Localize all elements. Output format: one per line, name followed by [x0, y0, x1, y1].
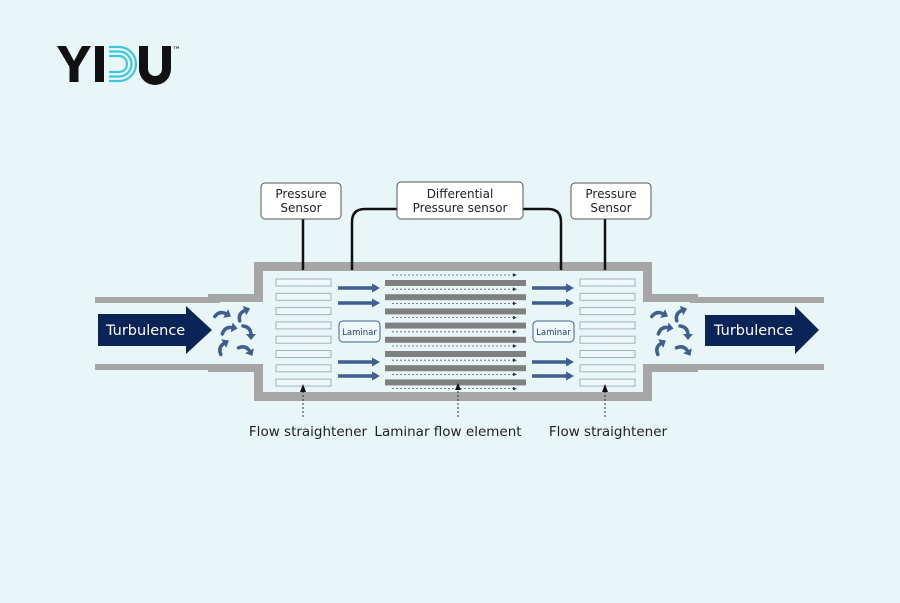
left-sensor-line1: Pressure [275, 187, 326, 201]
laminar-plate [385, 322, 526, 329]
inlet-turbulence-arrow: Turbulence [98, 306, 212, 354]
curved-arrow-icon [218, 339, 229, 357]
outlet-label: Turbulence [713, 323, 793, 339]
straightener-slat [275, 350, 332, 358]
laminar-right-text: Laminar [536, 328, 571, 338]
straightener-slat [275, 335, 332, 344]
laminar-flow-element [385, 273, 526, 391]
straightener-slat [275, 292, 332, 301]
laminar-plate [385, 379, 526, 386]
outlet-pipe-bottom [690, 364, 824, 370]
right-sensor-line1: Pressure [585, 187, 636, 201]
logo-letter-d [109, 45, 138, 83]
straightener-slat [275, 307, 332, 316]
flow-arrow-head [566, 298, 574, 308]
chamber-top-wall [254, 262, 652, 271]
logo-letter-i [95, 46, 104, 82]
flow-arrow-head [566, 283, 574, 293]
curved-arrow-icon [241, 324, 256, 340]
straightener-slat [579, 335, 636, 344]
right-flow-straightener [579, 278, 636, 387]
curved-arrow-icon [656, 322, 674, 336]
curved-arrow-icon [655, 339, 666, 357]
curved-arrow-icon [650, 309, 668, 319]
straightener-slat [275, 278, 332, 287]
left-sensor-line2: Sensor [280, 201, 321, 215]
laminar-left-text: Laminar [342, 328, 377, 338]
right-pressure-sensor: Pressure Sensor [570, 182, 652, 220]
left-flow-straightener [275, 278, 332, 387]
sensor-wires [301, 207, 607, 270]
straightener-slat [579, 378, 636, 387]
logo-trademark: ™ [172, 46, 181, 56]
differential-pressure-sensor: Differential Pressure sensor [396, 181, 524, 220]
inlet-pipe-bottom [95, 364, 220, 370]
flow-arrow-head [372, 357, 380, 367]
straightener-slat [579, 350, 636, 358]
straightener-slat [579, 278, 636, 287]
curved-arrow-icon [237, 305, 251, 323]
curved-arrow-icon [674, 305, 688, 323]
flow-arrows [338, 283, 574, 381]
laminar-label-right: Laminar [532, 320, 575, 343]
inlet-pipe-top [95, 297, 220, 303]
straightener-slat [275, 364, 332, 373]
curved-arrow-icon [220, 322, 238, 336]
left-pressure-sensor: Pressure Sensor [260, 182, 342, 220]
yidu-logo: ™ [57, 45, 181, 85]
laminar-plate [385, 294, 526, 301]
flow-arrow-head [566, 357, 574, 367]
laminar-plate [385, 336, 526, 343]
flow-arrow-head [372, 371, 380, 381]
straightener-slat [579, 307, 636, 316]
inlet-label: Turbulence [105, 323, 185, 339]
straightener-slat [579, 292, 636, 301]
flow-arrow-head [372, 283, 380, 293]
outlet-turbulence-swirl-icons [650, 305, 693, 357]
curved-arrow-icon [213, 309, 231, 319]
left-straightener-label: Flow straightener [249, 424, 368, 440]
curved-arrow-icon [236, 345, 254, 356]
laminar-element-label: Laminar flow element [374, 424, 521, 440]
laminar-plate [385, 308, 526, 315]
flow-arrow-head [566, 371, 574, 381]
flow-arrow-head [372, 298, 380, 308]
laminar-label-left: Laminar [338, 320, 381, 343]
right-sensor-line2: Sensor [590, 201, 631, 215]
straightener-slat [579, 364, 636, 373]
pipe-body [95, 262, 824, 401]
straightener-slat [579, 321, 636, 330]
callout-pointers [302, 389, 606, 417]
inlet-turbulence-swirl-icons [213, 305, 256, 357]
right-straightener-label: Flow straightener [549, 424, 668, 440]
chamber-bottom-wall [254, 392, 652, 401]
diff-sensor-line2: Pressure sensor [413, 201, 508, 215]
callout-arrowheads [300, 383, 608, 392]
curved-arrow-icon [678, 324, 693, 340]
laminar-plate [385, 280, 526, 286]
logo-letter-y [57, 46, 91, 82]
outlet-turbulence-arrow: Turbulence [705, 306, 819, 354]
outlet-pipe-top [690, 297, 824, 303]
laminar-plate [385, 365, 526, 372]
diff-sensor-line1: Differential [427, 187, 494, 201]
logo-letter-u [139, 46, 171, 85]
laminar-plate [385, 351, 526, 357]
straightener-slat [275, 321, 332, 330]
straightener-slat [275, 378, 332, 387]
curved-arrow-icon [674, 345, 692, 356]
